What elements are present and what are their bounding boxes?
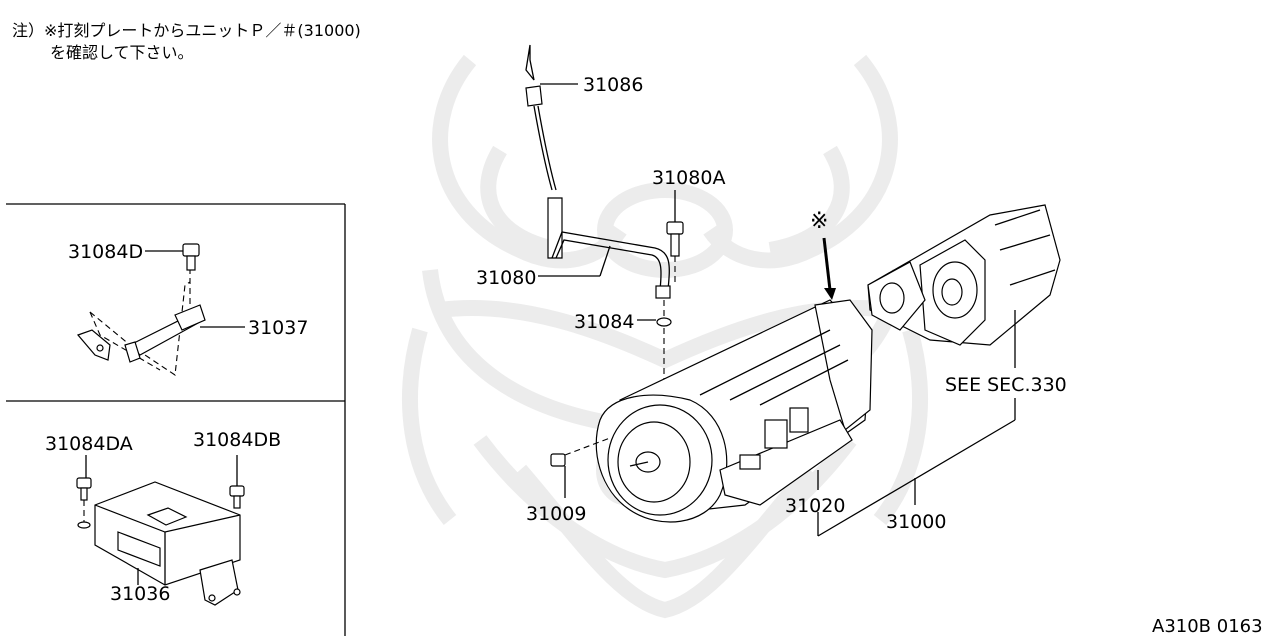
label-31080A: 31080A	[652, 167, 725, 189]
arrow-marker-icon	[822, 237, 836, 300]
filler-tube-31080-illustration	[547, 197, 671, 299]
bolt-31009-icon	[550, 437, 611, 467]
label-31084DA: 31084DA	[45, 433, 133, 455]
label-31037: 31037	[248, 317, 308, 339]
label-31036: 31036	[110, 583, 170, 605]
transfer-case-illustration	[867, 204, 1061, 346]
dipstick-31086-illustration	[525, 44, 557, 191]
bracket-31000	[817, 398, 1016, 537]
bolt-31084DB-icon	[229, 485, 245, 509]
control-unit-31036-illustration	[94, 481, 241, 606]
marker-symbol: ※	[810, 209, 828, 234]
inset-frames	[6, 203, 346, 636]
label-31084DB: 31084DB	[193, 429, 281, 451]
label-31084: 31084	[574, 311, 634, 333]
label-see-sec-330: SEE SEC.330	[945, 374, 1067, 396]
leader-31080-tail	[599, 245, 611, 277]
bracket-31037-illustration	[76, 258, 206, 376]
label-31000: 31000	[886, 511, 946, 533]
note-line-1: 注）※打刻プレートからユニットＰ／＃(31000)	[12, 21, 361, 40]
label-31080: 31080	[476, 267, 536, 289]
transmission-31000-illustration	[595, 299, 873, 523]
label-31020: 31020	[785, 495, 845, 517]
bolt-31084DA-icon	[76, 477, 92, 529]
bolt-31080A-icon	[666, 221, 684, 284]
label-31086: 31086	[583, 74, 643, 96]
label-31084D: 31084D	[68, 241, 143, 263]
bolt-31084D-icon	[182, 243, 200, 271]
note-line-2: を確認して下さい。	[50, 43, 194, 62]
label-31009: 31009	[526, 503, 586, 525]
diagram-code: A310B 0163	[1152, 616, 1263, 637]
o-ring-31084-icon	[656, 300, 672, 392]
